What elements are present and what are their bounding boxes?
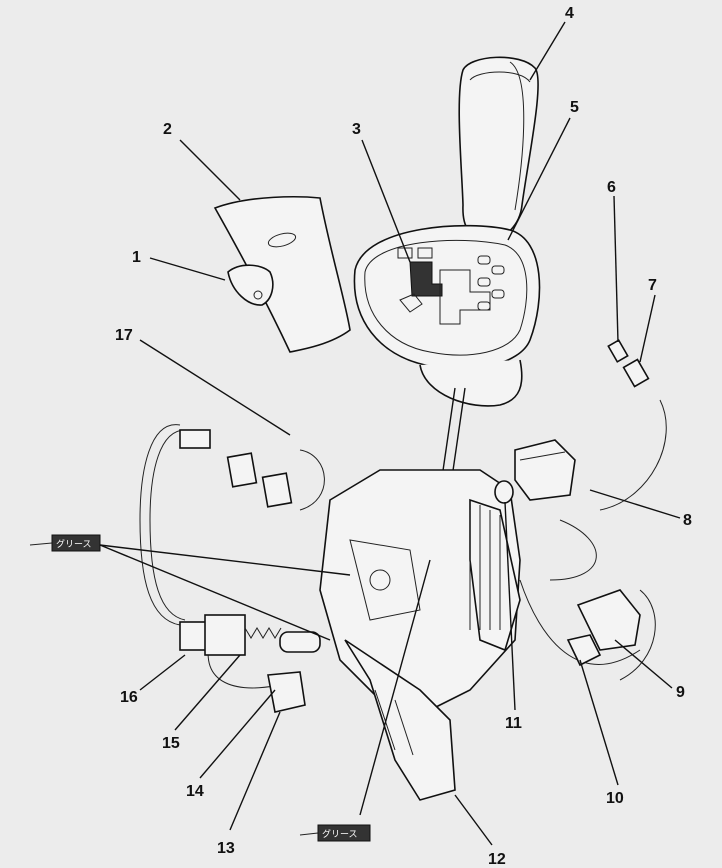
callout-5: 5 — [570, 99, 579, 116]
callout-9: 9 — [676, 684, 685, 701]
callout-13: 13 — [217, 840, 235, 857]
bracket-10 — [566, 634, 602, 667]
callout-11: 11 — [505, 715, 522, 732]
grease-tag-left-text: グリース — [56, 538, 92, 549]
callout-12: 12 — [488, 851, 506, 868]
shift-mechanism-body — [319, 469, 521, 801]
callout-16: 16 — [120, 689, 138, 706]
grease-tag-bottom-text: グリース — [322, 828, 358, 839]
callout-6: 6 — [607, 179, 616, 196]
callout-7: 7 — [648, 277, 657, 294]
cover-plate — [213, 196, 351, 353]
sensor-11 — [494, 480, 514, 504]
solenoid-assembly — [179, 614, 321, 713]
callout-17: 17 — [115, 327, 133, 344]
shift-knob — [458, 56, 539, 241]
callout-8: 8 — [683, 512, 692, 529]
callout-2: 2 — [163, 121, 172, 138]
grease-tag-bottom: グリース — [299, 824, 371, 842]
leader-lines — [99, 21, 681, 846]
callout-15: 15 — [162, 735, 180, 752]
callout-14: 14 — [186, 783, 204, 800]
grease-tag-left: グリース — [29, 534, 101, 552]
switch-8 — [514, 439, 576, 501]
indicator-panel — [353, 224, 541, 407]
small-plate — [227, 264, 274, 306]
callout-labels: 1 2 3 4 5 6 7 8 9 10 11 12 13 14 15 16 1… — [115, 5, 692, 868]
callout-3: 3 — [352, 121, 361, 138]
callout-4: 4 — [565, 5, 574, 22]
bracket-9 — [576, 589, 641, 651]
connector-17 — [179, 429, 293, 508]
connector-6-7 — [607, 339, 650, 388]
callout-10: 10 — [606, 790, 624, 807]
callout-1: 1 — [132, 249, 141, 266]
